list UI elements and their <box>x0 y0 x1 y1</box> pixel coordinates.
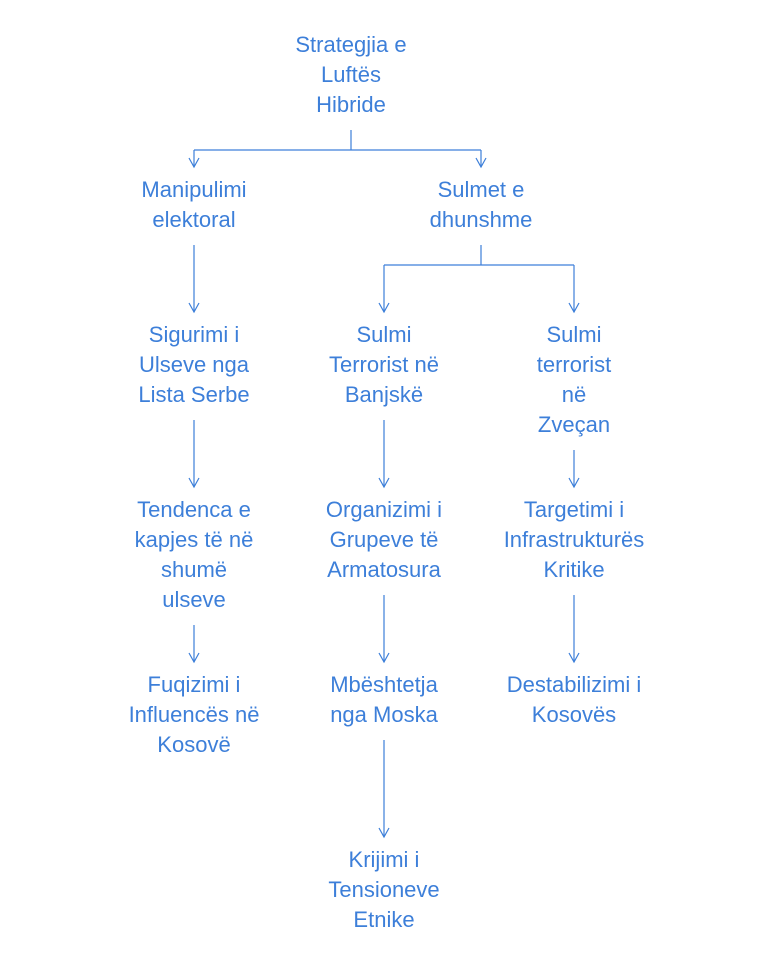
node-line: Sulmi <box>546 322 602 347</box>
node-line: Mbështetja <box>330 672 438 697</box>
node-line: Sulmet e <box>437 177 525 202</box>
node-line: ulseve <box>162 587 226 612</box>
node-line: dhunshme <box>429 207 533 232</box>
node-line: Targetimi i <box>523 497 625 522</box>
node-sulmet: Sulmet e dhunshme <box>361 175 601 235</box>
node-line: Influencës në <box>128 702 260 727</box>
node-line: Lista Serbe <box>138 382 250 407</box>
node-line: Fuqizimi i <box>147 672 241 697</box>
node-line: terrorist <box>536 352 612 377</box>
arrow-head <box>188 477 200 489</box>
node-line: Etnike <box>353 907 415 932</box>
arrow-head <box>568 477 580 489</box>
arrow-head <box>378 477 390 489</box>
node-tendenca: Tendenca e kapjes të në shumë ulseve <box>74 495 314 615</box>
node-line: Manipulimi <box>141 177 247 202</box>
arrow-head <box>378 652 390 664</box>
node-line: nga Moska <box>330 702 438 727</box>
node-line: Kosovë <box>157 732 231 757</box>
node-organizimi: Organizimi i Grupeve të Armatosura <box>264 495 504 585</box>
node-line: Luftës <box>321 62 381 87</box>
node-line: shumë <box>160 557 228 582</box>
node-mbeshtetja: Mbështetja nga Moska <box>264 670 504 730</box>
arrow-head <box>378 302 390 314</box>
node-line: në <box>561 382 587 407</box>
node-line: Hibride <box>316 92 386 117</box>
node-line: Infrastrukturës <box>503 527 645 552</box>
arrow-head <box>568 652 580 664</box>
node-line: Destabilizimi i <box>506 672 642 697</box>
edge-layer <box>188 130 580 839</box>
node-line: Strategjia e <box>295 32 407 57</box>
node-line: Banjskë <box>344 382 424 407</box>
arrow-head <box>475 157 487 169</box>
node-line: Ulseve nga <box>138 352 250 377</box>
node-line: Organizimi i <box>325 497 443 522</box>
arrow-head <box>188 302 200 314</box>
node-line: Tendenca e <box>137 497 251 522</box>
arrow-head <box>188 157 200 169</box>
node-line: Terrorist në <box>328 352 440 377</box>
node-fuqizimi: Fuqizimi i Influencës në Kosovë <box>74 670 314 760</box>
node-line: Sigurimi i <box>148 322 240 347</box>
node-line: elektoral <box>152 207 236 232</box>
node-line: kapjes të në <box>134 527 254 552</box>
node-line: Sulmi <box>356 322 412 347</box>
node-line: Krijimi i <box>348 847 420 872</box>
node-line: Kritike <box>543 557 605 582</box>
node-line: Tensioneve <box>328 877 440 902</box>
arrow-head <box>188 652 200 664</box>
node-line: Grupeve të <box>329 527 439 552</box>
node-destabilizimi: Destabilizimi i Kosovës <box>454 670 694 730</box>
arrow-head <box>378 827 390 839</box>
node-line: Kosovës <box>531 702 617 727</box>
arrow-head <box>568 302 580 314</box>
node-line: Armatosura <box>327 557 441 582</box>
node-manipulimi: Manipulimi elektoral <box>74 175 314 235</box>
node-line: Zveçan <box>537 412 611 437</box>
